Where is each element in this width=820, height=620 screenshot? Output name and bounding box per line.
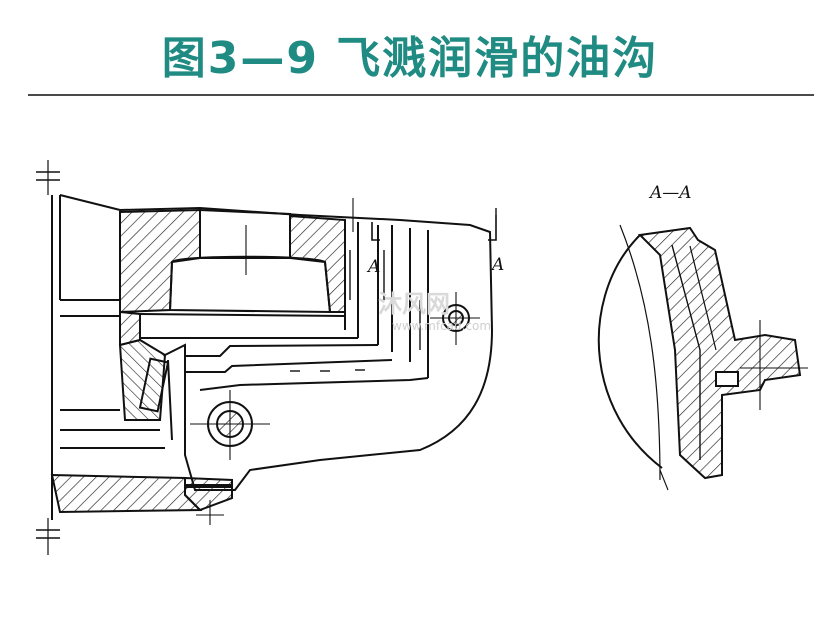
section-view-a-a	[597, 224, 808, 491]
section-view-label: A—A	[648, 183, 692, 203]
section-label-left: A	[366, 257, 380, 277]
watermark-url: www.mfcad.com	[392, 319, 491, 333]
figure-title: 图3—9 飞溅润滑的油沟	[161, 33, 659, 84]
watermark-text: 沐风网	[378, 290, 450, 318]
title-divider	[28, 94, 814, 96]
watermark: 沐风网 www.mfcad.com	[378, 290, 491, 333]
section-label-right: A	[490, 255, 504, 275]
sectional-view	[36, 160, 497, 555]
